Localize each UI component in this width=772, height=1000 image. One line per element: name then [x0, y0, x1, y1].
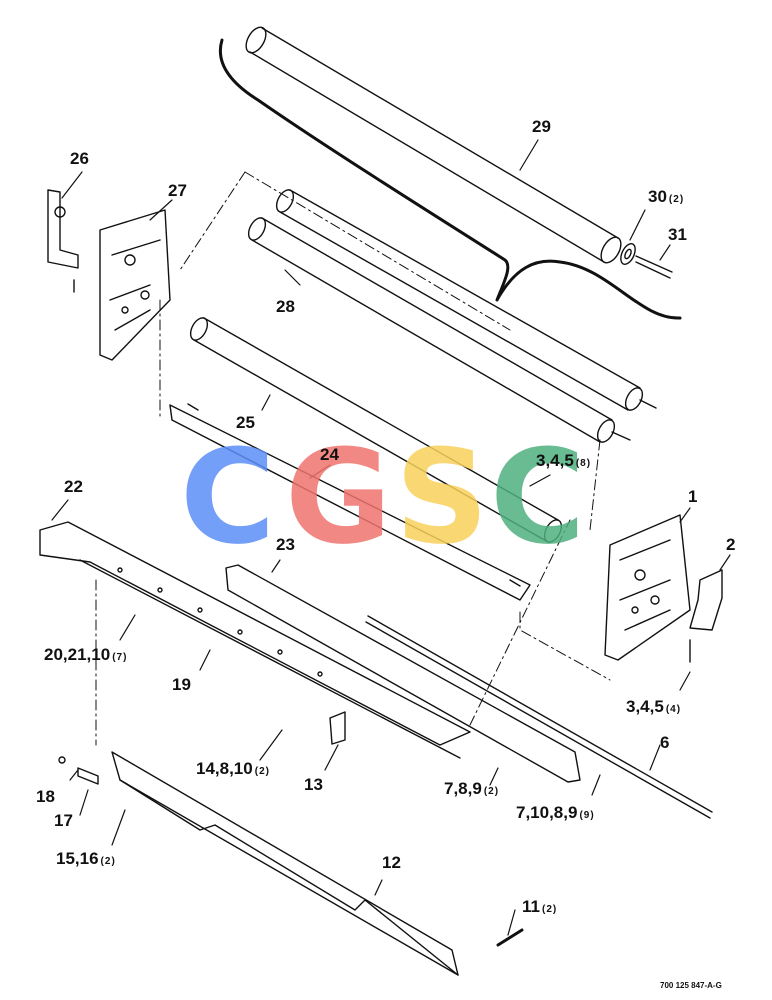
callout-30: 30(2) [648, 187, 685, 206]
callout-26: 26 [70, 149, 89, 168]
bracket-13 [329, 711, 346, 745]
callout-1: 1 [688, 487, 698, 506]
leader-lines [51, 139, 731, 936]
callout-29: 29 [532, 117, 551, 136]
bracket-26 [47, 189, 79, 293]
callout-7-10-8-9: 7,10,8,9(9) [516, 803, 595, 822]
baffle-23 [225, 564, 581, 783]
callout-11: 11(2) [522, 897, 558, 916]
frame-19 [39, 521, 471, 759]
side-plate-27 [99, 209, 171, 361]
alignment-lines [95, 171, 611, 746]
watermark-letter-4: C [490, 440, 585, 560]
callout-2: 2 [726, 535, 736, 554]
roller-29 [245, 26, 622, 264]
guide-24 [169, 403, 531, 601]
panel-12 [111, 751, 459, 976]
callout-18: 18 [36, 787, 55, 806]
callout-22: 22 [64, 477, 83, 496]
cgsc-watermark: C G S C [180, 440, 585, 560]
drawing-number: 700 125 847-A-G [660, 981, 722, 990]
watermark-letter-3: S [395, 440, 489, 560]
callout-3-4-5-lower: 3,4,5(4) [626, 697, 682, 716]
callout-15-16: 15,16(2) [56, 849, 116, 868]
shaft-31 [635, 255, 673, 279]
watermark-letter-1: C [180, 440, 275, 560]
callout-27: 27 [168, 181, 187, 200]
callout-7-8-9: 7,8,9(2) [444, 779, 500, 798]
callout-6: 6 [660, 733, 670, 752]
nut-18 [58, 756, 66, 764]
roller-28-lower [247, 217, 631, 443]
spring-11 [496, 928, 524, 947]
rod-6 [365, 615, 713, 819]
callout-12: 12 [382, 853, 401, 872]
callout-14-8-10: 14,8,10(2) [196, 759, 270, 778]
callout-23: 23 [276, 535, 295, 554]
cover-outline [218, 38, 682, 320]
bracket-17 [77, 767, 99, 785]
callout-3-4-5-upper: 3,4,5(8) [536, 451, 592, 470]
roller-25 [189, 317, 563, 543]
bearing-30 [620, 243, 636, 265]
bracket-2 [689, 569, 723, 631]
watermark-letter-2: G [285, 440, 392, 560]
callout-25: 25 [236, 413, 255, 432]
roller-28-upper [275, 189, 657, 411]
callout-24: 24 [320, 445, 339, 464]
callout-13: 13 [304, 775, 323, 794]
callout-20-21-10: 20,21,10(7) [44, 645, 128, 664]
callout-31: 31 [668, 225, 687, 244]
side-plate-1 [604, 514, 691, 661]
callout-19: 19 [172, 675, 191, 694]
callout-17: 17 [54, 811, 73, 830]
callout-28: 28 [276, 297, 295, 316]
